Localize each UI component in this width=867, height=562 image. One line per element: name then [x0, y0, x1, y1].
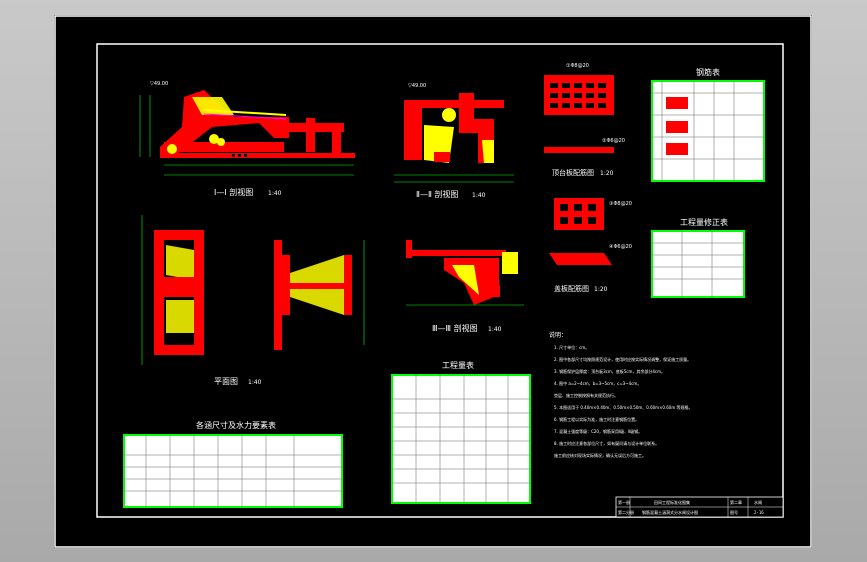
inner-frame — [96, 43, 784, 518]
plan-scale: 1:40 — [248, 379, 262, 386]
note-9: 8. 施工时应注意各部位尺寸，如有疑问请与设计单位联系。 — [554, 440, 659, 446]
note-3: 3. 钢筋保护层厚度：顶台板3cm，底板5cm，其余部分4cm。 — [554, 368, 665, 374]
culvert-table: 各涵尺寸及水力要素表 — [123, 420, 343, 508]
rebar-tag-2: ②Φ6@20 — [602, 138, 625, 144]
note-7: 6. 钢筋工程以实际为准，施工时注意钢筋位置。 — [554, 416, 639, 422]
title-sheet-no: 2-16 — [754, 510, 764, 515]
materials-table: 工程量表 — [391, 360, 531, 504]
title-block: 第一册 田间工程标准化图集 第二章 水闸 第二分册 钢筋混凝土涵洞式分水闸设计图… — [615, 496, 784, 518]
note-6: 5. 本图适用于 0.40m×0.40m、0.50m×0.50m、0.60m×0… — [554, 404, 693, 410]
materials-table-title: 工程量表 — [442, 360, 474, 370]
note-2: 2. 图中各部尺寸均按照规范设计，使用时应按实际情况调整，保证施工质量。 — [554, 356, 691, 362]
top-slab-title: 顶台板配筋图 — [552, 168, 594, 177]
top-slab-view: ①Φ8@20 ②Φ6@20 顶台板配筋图 1:20 — [544, 63, 625, 177]
correction-table-title: 工程量修正表 — [680, 217, 728, 227]
cover-slab-title: 盖板配筋图 — [554, 284, 589, 293]
rebar-table-title: 钢筋表 — [696, 67, 720, 77]
rebar-table: 钢筋表 — [651, 67, 765, 182]
drawing-canvas: ▽49.00 Ⅰ—Ⅰ 剖视图 1:40 ▽49.00 Ⅱ—Ⅱ 剖视图 1:40 — [54, 15, 812, 548]
rebar-tag-1: ①Φ8@20 — [566, 63, 589, 69]
rebar-tag-4: ④Φ6@20 — [609, 244, 632, 250]
elev-label-1: ▽49.00 — [150, 81, 168, 87]
top-slab-scale: 1:20 — [600, 170, 614, 177]
correction-table: 工程量修正表 — [651, 217, 745, 298]
plan-title: 平面图 — [214, 377, 238, 386]
note-10: 施工前应核对现场实际情况，确认无误后方可施工。 — [554, 452, 646, 458]
section-2-view: ▽49.00 Ⅱ—Ⅱ 剖视图 1:40 — [394, 83, 514, 199]
plan-view: 平面图 1:40 — [141, 215, 365, 386]
section-3-view: Ⅲ—Ⅲ 剖视图 1:40 — [406, 240, 524, 333]
outer-frame — [54, 15, 812, 548]
note-1: 1. 尺寸单位：cm。 — [554, 344, 589, 350]
notes-title: 说明： — [549, 331, 567, 339]
section-1-title: Ⅰ—Ⅰ 剖视图 — [214, 187, 253, 197]
rebar-tag-3: ③Φ8@20 — [609, 201, 632, 207]
title-part: 第二章 — [730, 499, 742, 505]
cover-slab-scale: 1:20 — [594, 286, 608, 293]
note-8: 7. 混凝土强度等级：C20，钢筋采用Ⅰ级、Ⅱ级钢。 — [554, 428, 642, 434]
section-1-scale: 1:40 — [268, 190, 282, 197]
cover-slab-view: ③Φ8@20 ④Φ6@20 盖板配筋图 1:20 — [549, 198, 632, 293]
section-2-scale: 1:40 — [472, 192, 486, 199]
section-2-title: Ⅱ—Ⅱ 剖视图 — [416, 189, 458, 199]
section-1-view: ▽49.00 Ⅰ—Ⅰ 剖视图 1:40 — [139, 81, 355, 197]
elev-label-2: ▽49.00 — [408, 83, 426, 89]
section-3-title: Ⅲ—Ⅲ 剖视图 — [432, 323, 478, 333]
title-chapter: 水闸 — [754, 499, 762, 505]
note-5: 垫层、施工控制按照有关规范执行。 — [554, 392, 618, 398]
note-4: 4. 图中 a=2~4cm，b=3~5cm，c=3~4cm。 — [554, 380, 641, 386]
culvert-table-title: 各涵尺寸及水力要素表 — [196, 420, 276, 430]
title-sheet-name: 钢筋混凝土涵洞式分水闸设计图 — [642, 509, 698, 515]
section-3-scale: 1:40 — [488, 326, 502, 333]
title-project-name: 田间工程标准化图集 — [654, 499, 690, 505]
drawing-sheet: ▽49.00 Ⅰ—Ⅰ 剖视图 1:40 ▽49.00 Ⅱ—Ⅱ 剖视图 1:40 — [54, 15, 812, 548]
design-notes: 说明： 1. 尺寸单位：cm。 2. 图中各部尺寸均按照规范设计，使用时应按实际… — [549, 331, 693, 458]
title-sheet-label: 图号 — [730, 509, 738, 515]
title-project: 第一册 — [618, 499, 630, 505]
title-volume: 第二分册 — [618, 509, 634, 515]
